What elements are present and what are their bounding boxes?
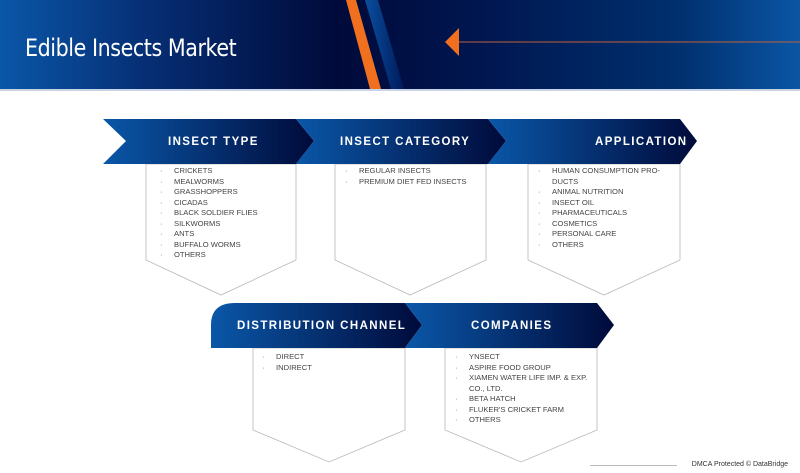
list-item: PREMIUM DIET FED INSECTS xyxy=(345,177,485,188)
segment-label-insect-type: INSECT TYPE xyxy=(168,136,259,148)
list-item: BETA HATCH xyxy=(455,394,590,405)
companies-banner xyxy=(405,303,614,348)
distribution-channel-list: DIRECT INDIRECT xyxy=(262,352,392,373)
list-item: FLUKER'S CRICKET FARM xyxy=(455,405,590,416)
segment-label-insect-category: INSECT CATEGORY xyxy=(340,136,471,148)
list-item: XIAMEN WATER LIFE IMP. & EXP. CO., LTD. xyxy=(455,373,590,394)
list-item: OTHERS xyxy=(455,415,590,426)
insect-category-list: REGULAR INSECTS PREMIUM DIET FED INSECTS xyxy=(345,166,485,187)
list-item: ANIMAL NUTRITION xyxy=(538,187,663,198)
footer-credit: DMCA Protected © DataBridge xyxy=(691,461,788,468)
list-item: REGULAR INSECTS xyxy=(345,166,485,177)
insect-category-banner xyxy=(296,119,506,164)
list-item: BLACK SOLDIER FLIES xyxy=(160,208,290,219)
list-item: SILKWORMS xyxy=(160,219,290,230)
page-title: Edible Insects Market xyxy=(25,34,237,62)
application-list: HUMAN CONSUMPTION PRO-DUCTS ANIMAL NUTRI… xyxy=(538,166,663,250)
list-item: INDIRECT xyxy=(262,363,392,374)
list-item: DIRECT xyxy=(262,352,392,363)
list-item: YNSECT xyxy=(455,352,590,363)
list-item: HUMAN CONSUMPTION PRO-DUCTS xyxy=(538,166,663,187)
segment-label-distribution-channel: DISTRIBUTION CHANNEL xyxy=(237,320,407,332)
footer-divider xyxy=(590,465,677,466)
list-item: ANTS xyxy=(160,229,290,240)
list-item: CICADAS xyxy=(160,198,290,209)
insect-type-banner xyxy=(103,119,314,164)
list-item: MEALWORMS xyxy=(160,177,290,188)
list-item: GRASSHOPPERS xyxy=(160,187,290,198)
list-item: CRICKETS xyxy=(160,166,290,177)
list-item: PHARMACEUTICALS xyxy=(538,208,663,219)
list-item: OTHERS xyxy=(160,250,290,261)
list-item: BUFFALO WORMS xyxy=(160,240,290,251)
insect-type-list: CRICKETS MEALWORMS GRASSHOPPERS CICADAS … xyxy=(160,166,290,261)
companies-list: YNSECT ASPIRE FOOD GROUP XIAMEN WATER LI… xyxy=(455,352,590,426)
header-decoration xyxy=(346,0,800,89)
application-banner xyxy=(488,119,697,164)
list-item: ASPIRE FOOD GROUP xyxy=(455,363,590,374)
list-item: COSMETICS xyxy=(538,219,663,230)
list-item: INSECT OIL xyxy=(538,198,663,209)
segment-label-application: APPLICATION xyxy=(595,136,688,148)
orange-stripe-icon xyxy=(346,0,381,89)
arrow-left-icon xyxy=(445,28,459,56)
list-item: PERSONAL CARE xyxy=(538,229,663,240)
distribution-banner xyxy=(211,303,422,348)
header-divider xyxy=(0,89,800,91)
header-banner: Edible Insects Market xyxy=(0,0,800,89)
segment-label-companies: COMPANIES xyxy=(471,320,553,332)
list-item: OTHERS xyxy=(538,240,663,251)
